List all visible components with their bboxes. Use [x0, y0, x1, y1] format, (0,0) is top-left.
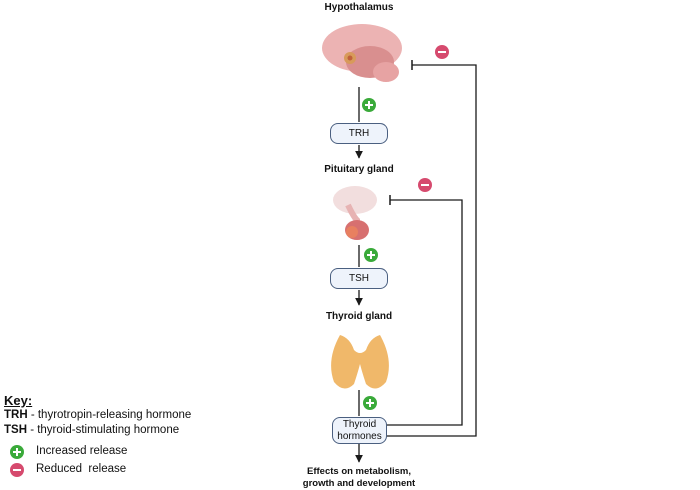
key-minus-icon — [10, 463, 24, 477]
tsh-node: TSH — [330, 268, 388, 289]
effects-line1: Effects on metabolism, — [307, 466, 411, 477]
trh-node: TRH — [330, 123, 388, 144]
plus-icon — [364, 248, 378, 262]
key-tsh-abbr: TSH — [4, 424, 27, 436]
hypothalamus-title: Hypothalamus — [324, 2, 394, 13]
key-tsh: TSH - thyroid-stimulating hormone — [4, 424, 179, 436]
plus-icon — [362, 98, 376, 112]
pituitary-gland-icon — [333, 186, 377, 240]
key-plus-icon — [10, 445, 24, 459]
thyroid-hormones-line1: Thyroid — [342, 418, 377, 430]
hypothalamus-brain-icon — [322, 24, 402, 82]
thyroid-gland-icon — [331, 335, 389, 389]
key-reduced-label: Reduced release — [36, 463, 127, 475]
key-trh: TRH - thyrotropin-releasing hormone — [4, 409, 191, 421]
thyroid-title: Thyroid gland — [325, 311, 393, 322]
key-trh-desc: - thyrotropin-releasing hormone — [27, 409, 192, 421]
trh-node-label: TRH — [348, 127, 370, 139]
thyroid-hormones-node: Thyroid hormones — [332, 417, 387, 444]
plus-icon — [363, 396, 377, 410]
tsh-node-label: TSH — [349, 272, 369, 284]
minus-icon — [418, 178, 432, 192]
key-trh-abbr: TRH — [4, 409, 28, 421]
key-increased-label: Increased release — [36, 445, 128, 457]
pituitary-title: Pituitary gland — [324, 164, 394, 175]
key-title: Key: — [4, 393, 33, 408]
effects-text: Effects on metabolism, growth and develo… — [284, 466, 434, 490]
effects-line2: growth and development — [302, 478, 416, 489]
minus-icon — [435, 45, 449, 59]
key-tsh-desc: - thyroid-stimulating hormone — [27, 424, 180, 436]
thyroid-hormones-line2: hormones — [337, 430, 382, 442]
